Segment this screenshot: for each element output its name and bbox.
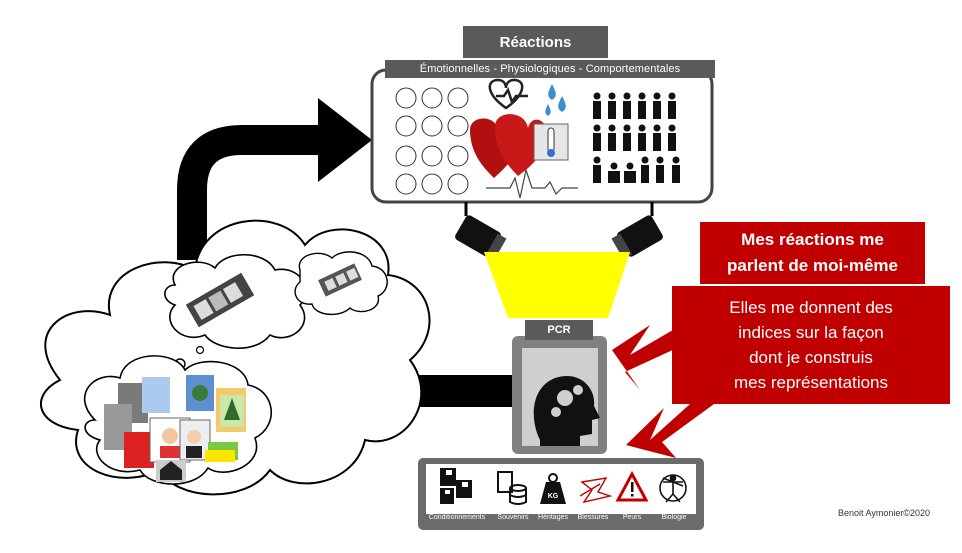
source-label-biologie: Biologie: [661, 514, 687, 521]
behavior-figures-icon: [593, 92, 680, 183]
source-label-heritages: Héritages: [538, 514, 568, 521]
credit: Benoit Aymonier©2020: [838, 508, 931, 518]
photo-collage: [104, 375, 246, 482]
callout-body-line-4: mes représentations: [733, 373, 889, 392]
light-beam: [484, 252, 630, 318]
emotion-faces-icon: [395, 87, 469, 195]
pcr-box: [512, 336, 607, 454]
callout-body-line-3: dont je construis: [749, 348, 873, 367]
film-strip-icon: [185, 263, 362, 328]
callout-title-line-1: Mes réactions me: [741, 230, 884, 249]
callout-body-line-1: Elles me donnent des: [729, 298, 893, 317]
thermometer-icon: [533, 123, 569, 161]
weight-icon: KG: [540, 473, 566, 504]
vitruvian-man-icon: [659, 474, 687, 503]
ecg-line: [486, 167, 578, 199]
database-icon: [497, 471, 527, 505]
red-arrows: [612, 320, 714, 458]
source-label-souvenirs: Souvenirs: [497, 514, 529, 521]
callout-title: Mes réactions me parlent de moi-même: [700, 222, 925, 284]
source-label-blessures: Blessures: [577, 514, 609, 521]
svg-text:KG: KG: [548, 493, 559, 500]
broken-heart-icon: [579, 477, 613, 504]
source-label-peurs: Peurs: [622, 514, 642, 521]
floppy-disks-icon: [440, 468, 472, 504]
callout-title-line-2: parlent de moi-même: [727, 256, 898, 275]
sweat-drops-icon: [545, 84, 566, 116]
callout-body: Elles me donnent des indices sur la faço…: [672, 286, 950, 404]
source-label-conditionnements: Conditionnements: [428, 514, 486, 521]
callout-body-line-2: indices sur la façon: [738, 323, 884, 342]
pcr-label: PCR: [525, 320, 593, 340]
warning-icon: [615, 470, 649, 502]
reactions-subtitle: Émotionnelles - Physiologiques - Comport…: [385, 60, 715, 78]
arrow-to-reactions: [177, 98, 372, 260]
heart-pulse-icon: [488, 78, 528, 110]
reactions-title: Réactions: [463, 26, 608, 58]
